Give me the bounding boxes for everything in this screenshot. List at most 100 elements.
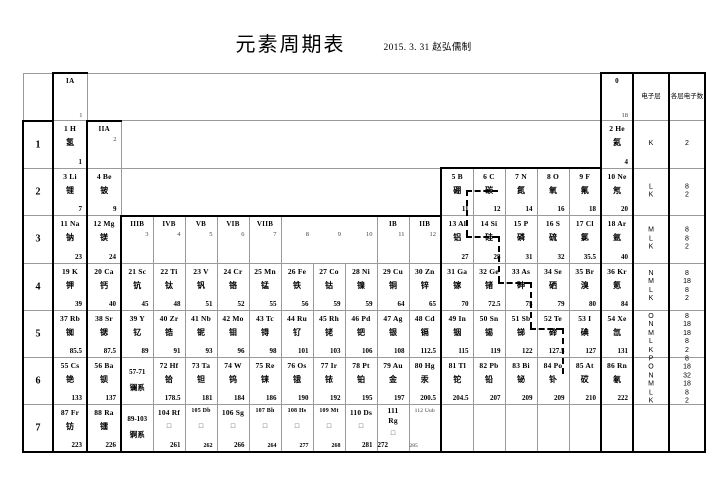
shell-letters-period-7 (632, 403, 670, 453)
element-Pt[interactable]: 78 Pt 铂 195 (344, 356, 378, 405)
element-Mn[interactable]: 25 Mn 锰 55 (248, 262, 282, 311)
element-Ds[interactable]: 110 Ds □ 281 (344, 403, 378, 453)
element-Cr[interactable]: 24 Cr 铬 52 (216, 262, 250, 311)
element-Uub[interactable]: 112 Uub 285 (408, 403, 442, 453)
element-Bi[interactable]: 83 Bi 铋 209 (504, 356, 538, 405)
period-row-5: 5 37 Rb 铷 85.5 38 Sr 锶 87.5 39 Y 钇 89 40… (22, 309, 706, 358)
element-Cs[interactable]: 55 Cs 铯 133 (52, 356, 88, 405)
element-Hf[interactable]: 72 Hf 铪 178.5 (152, 356, 186, 405)
element-Ba[interactable]: 56 Ba 钡 137 (86, 356, 122, 405)
element-H[interactable]: 1 H 氢 1 (52, 120, 88, 169)
element-At[interactable]: 85 At 砹 210 (568, 356, 602, 405)
element-Ge[interactable]: 32 Ge 锗 72.5 (472, 262, 506, 311)
metalloid-divider-seg3 (498, 236, 500, 282)
element-Ru[interactable]: 44 Ru 钌 101 (280, 309, 314, 358)
element-In[interactable]: 49 In 铟 115 (440, 309, 474, 358)
element-Ir[interactable]: 77 Ir 铱 192 (312, 356, 346, 405)
element-Ni[interactable]: 28 Ni 镍 59 (344, 262, 378, 311)
element-Pb[interactable]: 82 Pb 铅 207 (472, 356, 506, 405)
element-Tc[interactable]: 43 Tc 锝 98 (248, 309, 282, 358)
element-Ta[interactable]: 73 Ta 钽 181 (184, 356, 218, 405)
spacer-cell (120, 167, 442, 216)
element-V[interactable]: 23 V 钒 51 (184, 262, 218, 311)
element-K[interactable]: 19 K 钾 39 (52, 262, 88, 311)
actinide-series-cell[interactable]: 89-103 锕系 (120, 403, 154, 453)
element-Na[interactable]: 11 Na 钠 23 (52, 215, 88, 264)
element-Sr[interactable]: 38 Sr 锶 87.5 (86, 309, 122, 358)
shell-counts-period-7 (668, 403, 706, 453)
element-Cl[interactable]: 17 Cl 氯 35.5 (568, 215, 602, 264)
element-Xe[interactable]: 54 Xe 氙 131 (600, 309, 634, 358)
element-Mo[interactable]: 42 Mo 钼 96 (216, 309, 250, 358)
element-Ne[interactable]: 10 Ne 氖 20 (600, 167, 634, 216)
period-row-3: 3 11 Na 钠 23 12 Mg 镁 24 IIIB 3 (22, 214, 706, 264)
element-Fr[interactable]: 87 Fr 钫 223 (52, 403, 88, 453)
element-Sc[interactable]: 21 Sc 钪 45 (120, 262, 154, 311)
element-Mg[interactable]: 12 Mg 镁 24 (86, 215, 122, 264)
element-Sb[interactable]: 51 Sb 锑 122 (504, 309, 538, 358)
element-Rn[interactable]: 86 Rn 氡 222 (600, 356, 634, 405)
element-Sn[interactable]: 50 Sn 锡 119 (472, 309, 506, 358)
element-Hg[interactable]: 80 Hg 汞 200.5 (408, 356, 442, 405)
element-Li[interactable]: 3 Li 锂 7 (52, 167, 88, 216)
empty-cell-p7-17 (568, 403, 602, 453)
element-Zn[interactable]: 30 Zn 锌 65 (408, 262, 442, 311)
element-W[interactable]: 74 W 钨 184 (216, 356, 250, 405)
element-Sg[interactable]: 106 Sg □ 266 (216, 403, 250, 453)
element-I[interactable]: 53 I 碘 127 (568, 309, 602, 358)
element-Te[interactable]: 52 Te 碲 127.5 (536, 309, 570, 358)
element-Zr[interactable]: 40 Zr 锆 91 (152, 309, 186, 358)
element-Br[interactable]: 35 Br 溴 80 (568, 262, 602, 311)
element-Cd[interactable]: 48 Cd 镉 112.5 (408, 309, 442, 358)
element-Nb[interactable]: 41 Nb 铌 93 (184, 309, 218, 358)
element-Cu[interactable]: 29 Cu 铜 64 (376, 262, 410, 311)
element-Ca[interactable]: 20 Ca 钙 40 (86, 262, 122, 311)
period-label-2: 2 (22, 167, 54, 216)
element-N[interactable]: 7 N 氮 14 (504, 167, 538, 216)
element-Fe[interactable]: 26 Fe 铁 56 (280, 262, 314, 311)
element-Re[interactable]: 75 Re 铼 186 (248, 356, 282, 405)
element-P[interactable]: 15 P 磷 31 (504, 215, 538, 264)
element-Co[interactable]: 27 Co 钴 59 (312, 262, 346, 311)
element-S[interactable]: 16 S 硫 32 (536, 215, 570, 264)
element-Ra[interactable]: 88 Ra 镭 226 (86, 403, 122, 453)
element-F[interactable]: 9 F 氟 18 (568, 167, 602, 216)
element-Rf[interactable]: 104 Rf □ 261 (152, 403, 186, 453)
element-Be[interactable]: 4 Be 铍 9 (86, 167, 122, 216)
element-Ag[interactable]: 47 Ag 银 108 (376, 309, 410, 358)
element-Ga[interactable]: 31 Ga 镓 70 (440, 262, 474, 311)
spacer-cell (22, 72, 54, 121)
element-Kr[interactable]: 36 Kr 氪 84 (600, 262, 634, 311)
element-He[interactable]: 2 He 氦 4 (600, 120, 634, 169)
element-Ar[interactable]: 18 Ar 氩 40 (600, 215, 634, 264)
element-Si[interactable]: 14 Si 硅 28 (472, 215, 506, 264)
group-header-IA: IA 1 (52, 72, 88, 121)
element-O[interactable]: 8 O 氧 16 (536, 167, 570, 216)
element-Mt[interactable]: 109 Mt □ 268 (312, 403, 346, 453)
group-header-IIA: IIA 2 (86, 119, 122, 169)
element-Os[interactable]: 76 Os 锇 190 (280, 356, 314, 405)
element-As[interactable]: 33 As 砷 75 (504, 262, 538, 311)
element-Al[interactable]: 13 Al 铝 27 (440, 215, 474, 264)
element-Rg[interactable]: 111 Rg □ 272 (376, 403, 410, 453)
element-Y[interactable]: 39 Y 钇 89 (120, 309, 154, 358)
element-Tl[interactable]: 81 Tl 铊 204.5 (440, 356, 474, 405)
lanthanide-series-cell[interactable]: 57-71 镧系 (120, 356, 154, 405)
element-Po[interactable]: 84 Po 钋 209 (536, 356, 570, 405)
element-Ti[interactable]: 22 Ti 钛 48 (152, 262, 186, 311)
element-Se[interactable]: 34 Se 硒 79 (536, 262, 570, 311)
element-Hs[interactable]: 108 Hs □ 277 (280, 403, 314, 453)
element-Pd[interactable]: 46 Pd 钯 106 (344, 309, 378, 358)
group-header-IVB: IVB 4 (152, 214, 186, 264)
spacer-cell (120, 120, 602, 169)
element-Rh[interactable]: 45 Rh 铑 103 (312, 309, 346, 358)
element-Db[interactable]: 105 Db □ 262 (184, 403, 218, 453)
element-Rb[interactable]: 37 Rb 铷 85.5 (52, 309, 88, 358)
element-Au[interactable]: 79 Au 金 197 (376, 356, 410, 405)
element-Bh[interactable]: 107 Bh □ 264 (248, 403, 282, 453)
